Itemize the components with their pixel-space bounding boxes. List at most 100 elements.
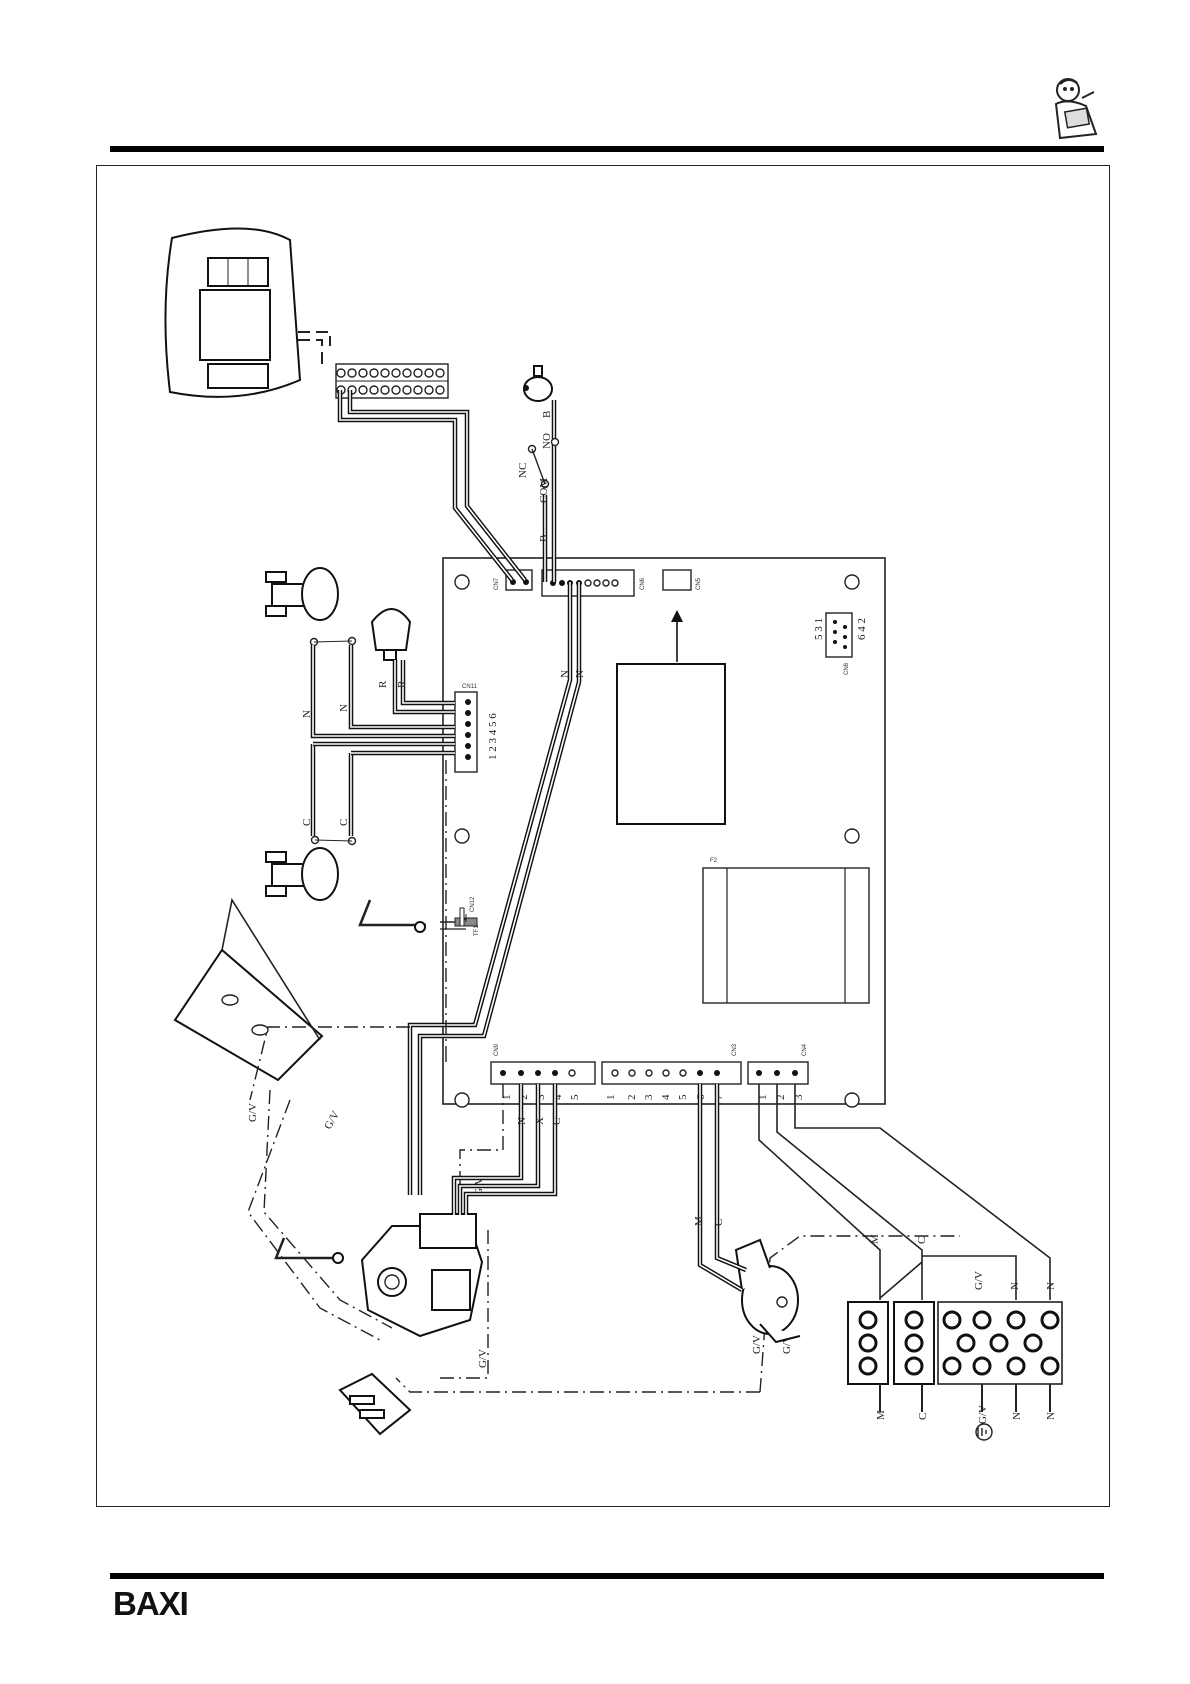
terminal-strip-pin [380,385,390,395]
terminal-screw [904,1356,924,1376]
ignition-electrode-top [358,899,426,933]
wire-mains-m [758,1084,881,1300]
terminal-strip-pin [380,368,390,378]
terminal-screw [972,1310,992,1330]
terminal-strip-pin [413,368,423,378]
gas-valve [360,1213,484,1338]
cn12-label: CN12 [470,896,476,912]
label-mains-n2: N [1045,1282,1057,1290]
board-mount-hole [844,1092,860,1108]
tf1-terminal [459,907,465,927]
flue-thermostat [370,608,412,661]
board-mount-hole [454,828,470,844]
terminal-screw [1006,1356,1026,1376]
terminal-strip-pin [358,368,368,378]
terminal-strip-pin [424,385,434,395]
svg-text:1: 1 [605,1095,617,1101]
cn3-pins [611,1069,720,1077]
label-pump-m: M [693,1216,705,1226]
svg-text:5: 5 [677,1094,689,1100]
terminal-strip-pin [347,368,357,378]
label-c-a: C [301,819,313,826]
label-valve-n: N [516,1117,528,1125]
terminal-strip-pin [402,368,412,378]
tf1-label: TF1 [474,925,480,936]
svg-text:2: 2 [775,1095,787,1101]
cn4-label: CN4 [802,1043,808,1056]
terminal-screw [904,1310,924,1330]
label-gv-2: G/V [322,1109,342,1131]
label-valve-x: X [534,1117,546,1125]
terminal-screw [904,1333,924,1353]
label-valve-c: C [551,1118,563,1125]
label-com: COM [538,478,550,503]
terminal-strip-pin [402,385,412,395]
connector-cn6 [541,569,635,597]
earth-line-bracket [249,1026,447,1101]
label-b-bottom: B [538,535,550,542]
header-rule [110,146,1104,152]
wire-mains-n [794,1084,1051,1300]
terminal-strip-pins [336,368,445,395]
svg-text:1: 1 [501,1095,513,1101]
svg-text:4: 4 [552,1094,564,1100]
terminal-strip-pin [413,385,423,395]
transformer-f2 [702,867,870,1004]
wire-mains-n2 [922,1255,1017,1300]
connector-cn9 [490,1061,596,1085]
terminal-strip-pin [358,385,368,395]
terminal-strip-pin [369,385,379,395]
label-mains-gv: G/V [973,1271,985,1290]
cn11-pin-numbers: 1 2 3 4 5 6 [487,713,499,760]
terminal-strip-pin [391,385,401,395]
circulation-pump [734,1238,801,1344]
control-board [442,557,886,1105]
svg-text:M: M [875,1410,887,1420]
label-r-b: R [396,680,408,688]
cn3-label: CN3 [732,1043,738,1056]
terminal-screw [1040,1356,1060,1376]
terminal-screw [1023,1333,1043,1353]
cn6-pins [550,579,619,587]
cn3-pin-numbers: 1 2 3 4 5 6 7 [605,1094,725,1100]
board-mount-hole [844,574,860,590]
terminal-screw [942,1356,962,1376]
arrow-up-icon [671,610,683,622]
label-n-ntc-a: N [559,670,571,678]
earth-line-valve [247,1099,381,1341]
baxi-logo: BAXI [113,1585,189,1622]
label-mains-c: C [916,1237,928,1244]
terminal-screw [1040,1310,1060,1330]
svg-text:4: 4 [660,1094,672,1100]
terminal-strip-pin [435,385,445,395]
svg-text:G/V: G/V [977,1405,989,1424]
terminal-screw [858,1310,878,1330]
cn8-pins-even: 6 4 2 [856,618,868,640]
cn4-pin-numbers: 1 2 3 [757,1094,805,1100]
label-gv-1: G/V [247,1103,259,1122]
terminal-screw [858,1356,878,1376]
earth-line-burner [263,1089,393,1329]
label-no: NO [541,433,553,449]
terminal-block-screws [858,1310,1060,1376]
terminal-screw [1006,1310,1026,1330]
label-n-b: N [338,704,350,712]
connector-cn5 [662,569,692,591]
label-mains-n1: N [1009,1282,1021,1290]
terminal-screw [989,1333,1009,1353]
wire-pump-c [714,1084,747,1273]
cn8-pins-odd: 5 3 1 [813,618,825,640]
cn9-label: CN9 [494,1043,500,1056]
terminal-strip-pin [435,368,445,378]
board-mount-hole [454,574,470,590]
board-mount-hole [844,828,860,844]
cn11-pins [465,699,471,760]
terminal-screw [858,1333,878,1353]
label-pump-c: C [713,1219,725,1226]
svg-text:3: 3 [535,1094,547,1100]
connector-cn11 [454,691,478,773]
board-mount-hole [454,1092,470,1108]
cn11-label: CN11 [462,684,478,690]
label-n-ntc-b: N [574,670,586,678]
